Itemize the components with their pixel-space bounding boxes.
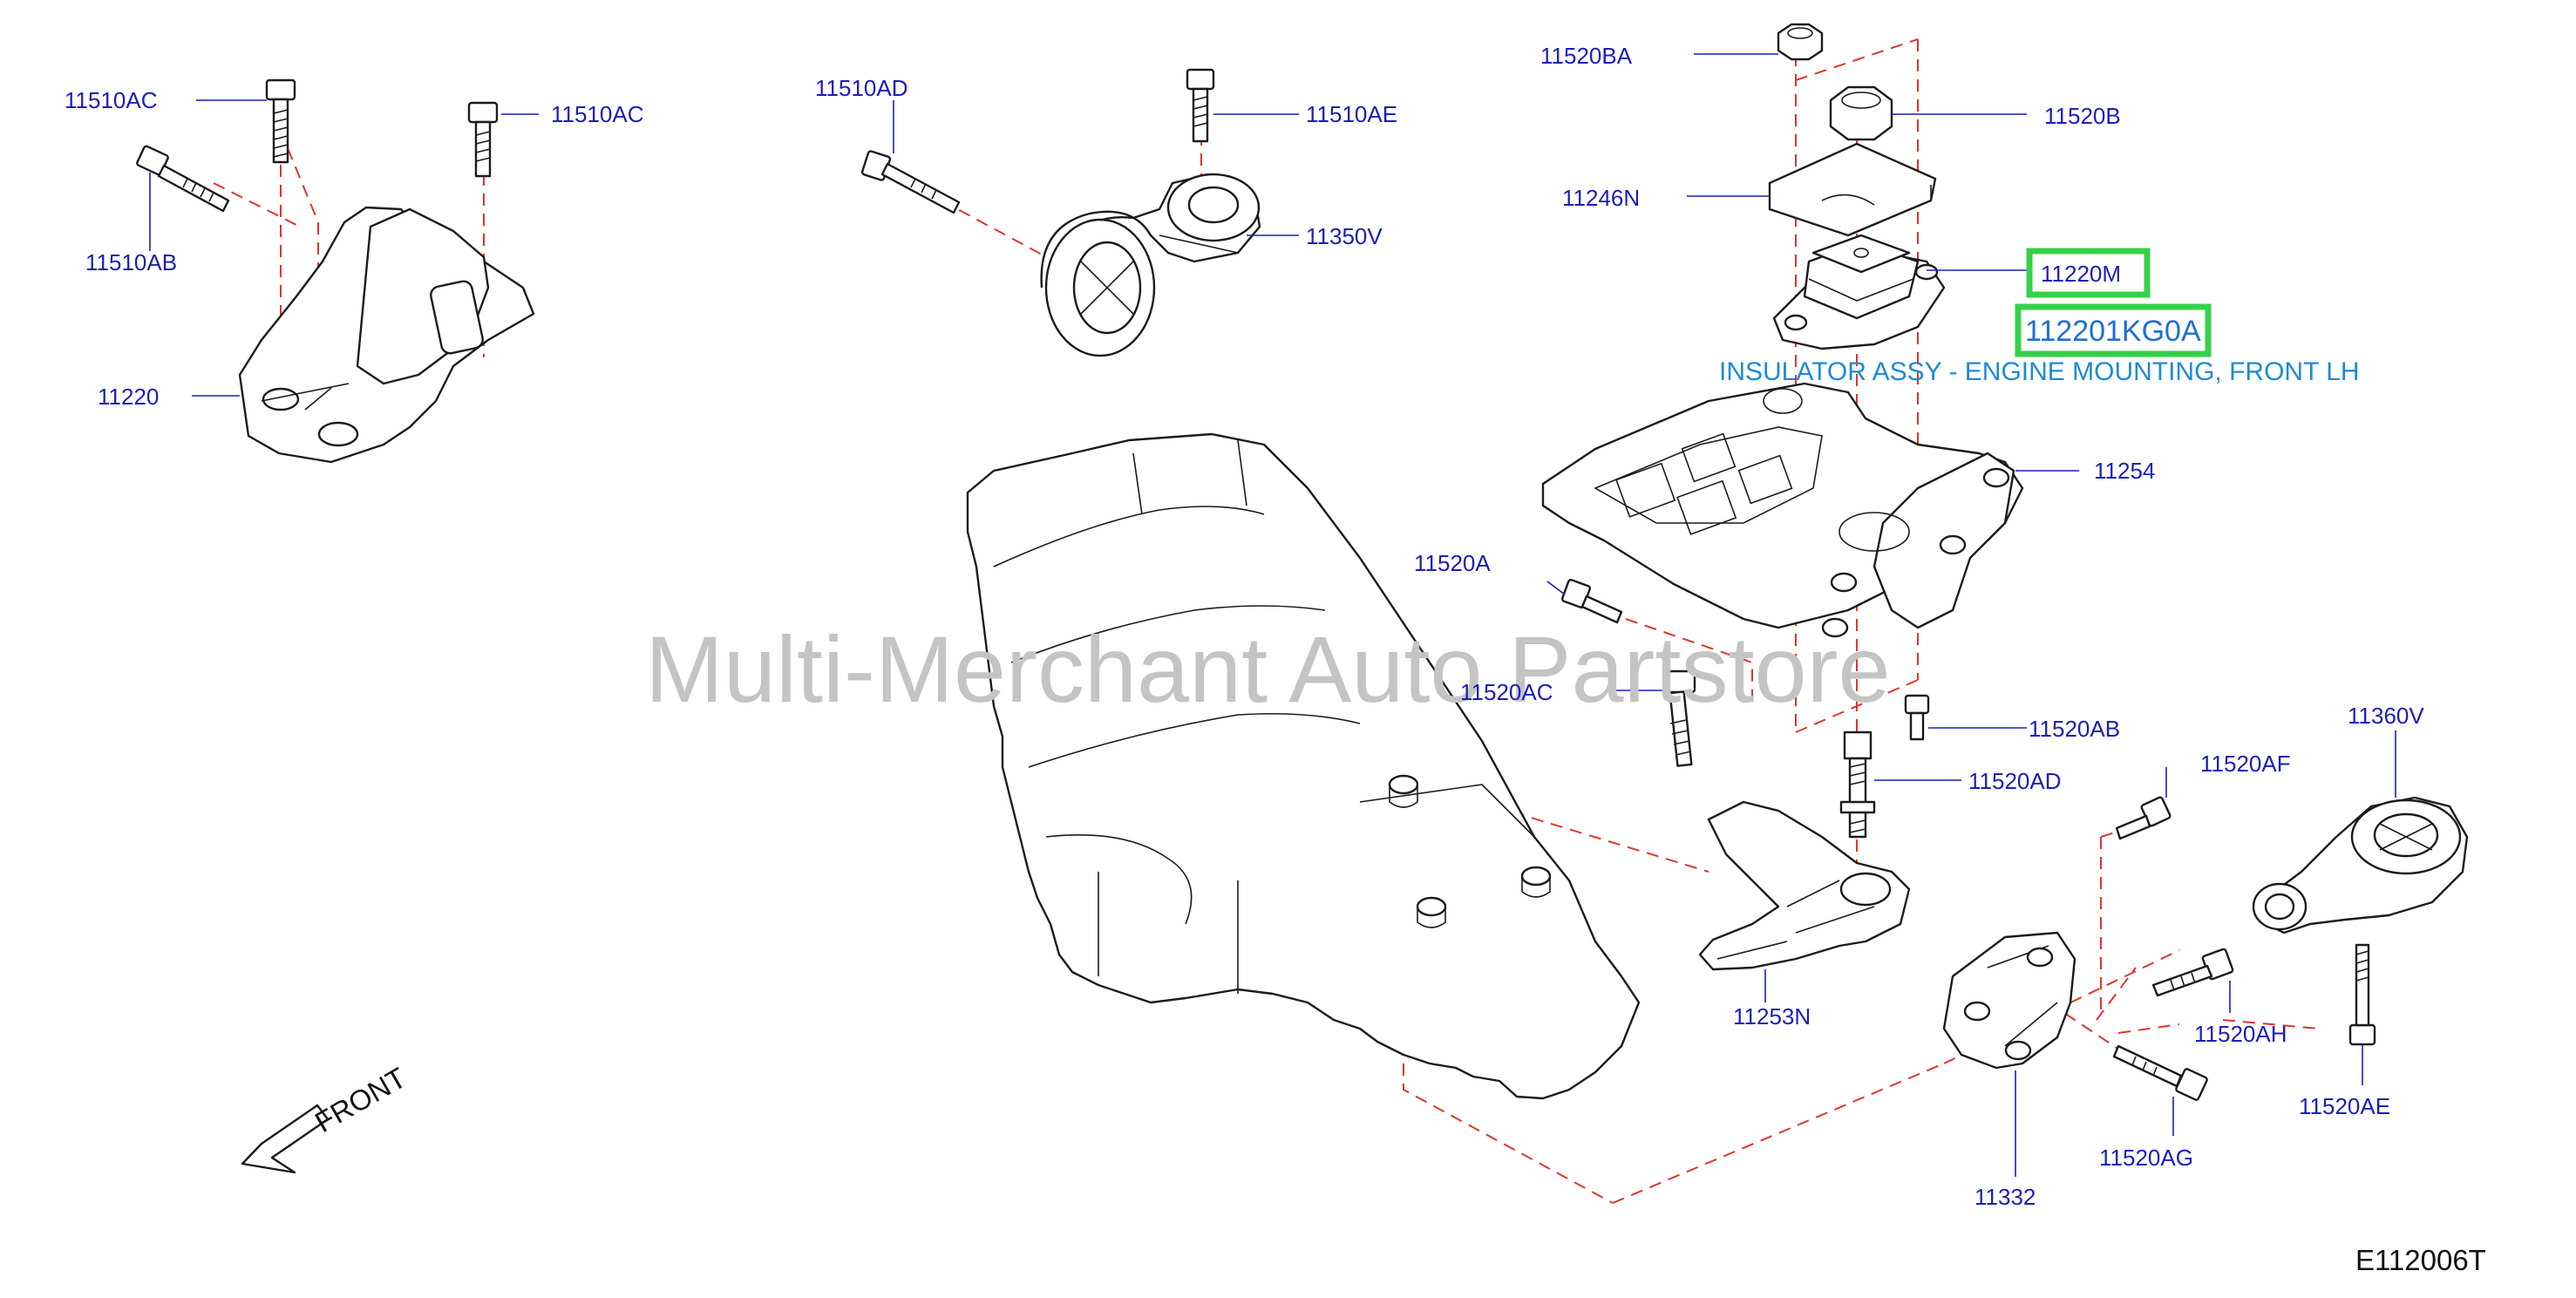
callout-11350V[interactable]: 11350V [1306, 223, 1383, 249]
selected-part-number-highlight [2015, 303, 2212, 357]
callout-11520AB[interactable]: 11520AB [2029, 716, 2120, 742]
leader-lines [149, 53, 2396, 1177]
torque-rod-11350V [1040, 173, 1261, 357]
bolt-11520AB [1904, 694, 1930, 741]
callout-11360V[interactable]: 11360V [2348, 703, 2424, 729]
stud-11520AD [1839, 731, 1876, 839]
engine-block [966, 432, 1641, 1100]
bracket-11253N [1698, 800, 1911, 971]
bolt-11520A [1560, 578, 1623, 624]
selected-callout-label[interactable]: 11220M [2041, 261, 2121, 287]
callout-11520AF[interactable]: 11520AF [2200, 751, 2291, 777]
left-mount-11220 [238, 206, 535, 464]
bolt-11520AC [1665, 669, 1696, 767]
bolt-11520AE [2348, 943, 2376, 1046]
callout-labels: 11510AC 11510AC 11510AB 11220 11510AD 11… [65, 43, 2424, 1210]
callout-11254[interactable]: 11254 [2094, 458, 2155, 484]
bolt-11510AB [136, 145, 230, 213]
callout-11520BA[interactable]: 11520BA [1540, 43, 1633, 69]
front-arrow [241, 1104, 330, 1174]
callout-11510AD[interactable]: 11510AD [815, 75, 908, 101]
callout-11520AD[interactable]: 11520AD [1968, 768, 2062, 794]
bolt-11510AD [860, 150, 961, 214]
selected-part-description: INSULATOR ASSY - ENGINE MOUNTING, FRONT … [1719, 357, 2360, 386]
selected-callout-highlight [2026, 248, 2151, 298]
callout-11332[interactable]: 11332 [1974, 1184, 2036, 1210]
watermark: Multi-Merchant Auto Partstore [645, 616, 1891, 722]
front-label: FRONT [309, 1061, 411, 1138]
diagram-code: E112006T [2355, 1244, 2486, 1276]
callout-11520AE[interactable]: 11520AE [2299, 1093, 2390, 1119]
callout-11520AH[interactable]: 11520AH [2194, 1021, 2287, 1047]
callout-11253N[interactable]: 11253N [1733, 1003, 1811, 1030]
bracket-11332 [1942, 931, 2076, 1070]
callout-11520B[interactable]: 11520B [2044, 103, 2121, 129]
left-bolts [136, 78, 499, 213]
callout-11520AG[interactable]: 11520AG [2099, 1145, 2193, 1171]
selected-part-callout[interactable]: 11220M 112201KG0A INSULATOR ASSY - ENGIN… [1719, 248, 2360, 386]
callout-11510AC-b[interactable]: 11510AC [551, 101, 644, 127]
callout-11520A[interactable]: 11520A [1414, 550, 1491, 576]
bolt-11510AE [1186, 68, 1215, 143]
callout-11520AC[interactable]: 11520AC [1460, 679, 1553, 705]
callout-11510AE[interactable]: 11510AE [1306, 101, 1397, 127]
nut-11520B [1829, 85, 1893, 141]
bolt-11510AC-right [467, 101, 499, 178]
bolt-11520AF [2115, 796, 2172, 840]
nut-11520BA [1777, 23, 1824, 61]
torque-rod-11360V [2252, 796, 2469, 934]
callout-11220[interactable]: 11220 [98, 384, 159, 410]
selected-part-number[interactable]: 112201KG0A [2025, 315, 2201, 348]
bolt-11520AH [2151, 948, 2234, 997]
bracket-11254 [1541, 382, 2024, 638]
bolt-11520AG [2112, 1044, 2208, 1101]
callout-11510AB[interactable]: 11510AB [85, 249, 177, 275]
bolt-11510AC-left [265, 78, 296, 164]
callout-11510AC-a[interactable]: 11510AC [65, 87, 158, 113]
callout-11246N[interactable]: 11246N [1562, 185, 1640, 211]
insulator-11220M [1772, 234, 1946, 350]
plate-11246N [1768, 142, 1937, 237]
engine-bosses [1388, 774, 1552, 928]
